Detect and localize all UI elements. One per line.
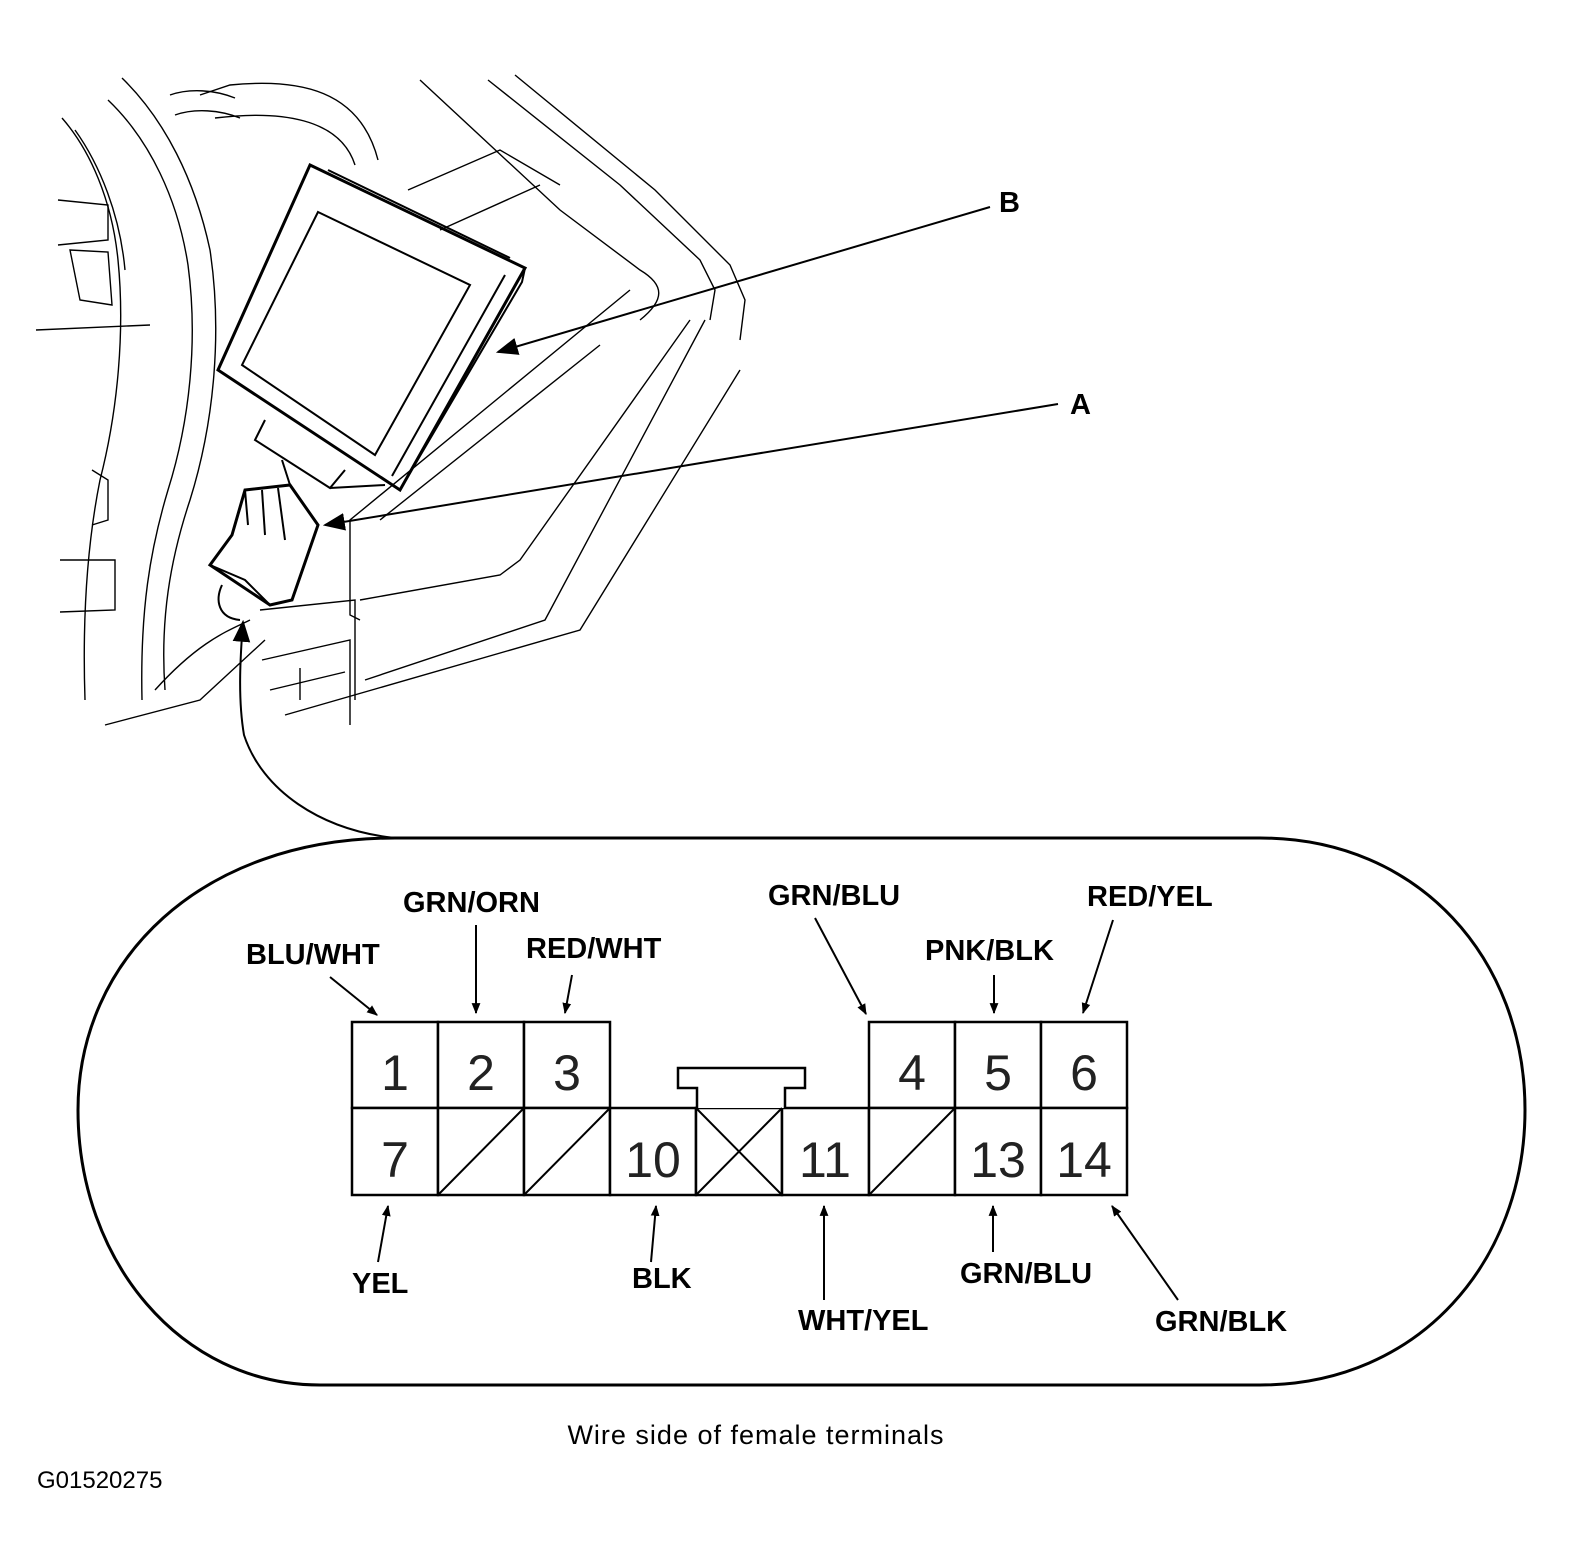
wire-arrow-pin-14 <box>1111 1205 1179 1301</box>
pin-11: 11 <box>799 1132 851 1188</box>
wire-label-pin-2: GRN/ORN <box>403 887 540 919</box>
connector-face <box>350 1020 1129 1197</box>
pin-10: 10 <box>625 1132 681 1188</box>
pin-7: 7 <box>381 1132 409 1188</box>
pin-3: 3 <box>553 1045 581 1101</box>
wire-label-pin-4: GRN/BLU <box>768 880 900 912</box>
wire-label-pin-3: RED/WHT <box>526 933 662 965</box>
wire-label-pin-13: GRN/BLU <box>960 1258 1092 1290</box>
pin-5: 5 <box>984 1045 1012 1101</box>
wire-arrow-pin-1 <box>329 976 378 1016</box>
wire-label-pin-10: BLK <box>632 1263 692 1295</box>
detail-oval <box>76 836 1527 1387</box>
wire-label-pin-1: BLU/WHT <box>246 939 380 971</box>
callout-a-label: A <box>1070 389 1091 421</box>
callout-b-arrow <box>495 206 991 355</box>
empty-cavity-12 <box>868 1107 956 1196</box>
pin-14: 14 <box>1056 1132 1112 1188</box>
wire-arrow-pin-7 <box>377 1204 391 1263</box>
wire-label-pin-7: YEL <box>352 1268 408 1300</box>
empty-cavity-9 <box>523 1107 611 1196</box>
wire-arrow-pin-4 <box>814 917 867 1015</box>
pin-6: 6 <box>1070 1045 1098 1101</box>
figure-caption: Wire side of female terminals <box>567 1420 944 1450</box>
pin-4: 4 <box>898 1045 926 1101</box>
vehicle-body-illustration <box>35 74 746 726</box>
pin-1: 1 <box>381 1045 409 1101</box>
wire-arrow-pin-10 <box>650 1204 660 1263</box>
callout-a-arrow <box>322 403 1059 531</box>
control-unit-illustration <box>216 162 528 493</box>
empty-cavity-8 <box>437 1107 525 1196</box>
wire-label-pin-5: PNK/BLK <box>925 935 1054 967</box>
wire-arrow-pin-6 <box>1081 919 1114 1015</box>
connector-illustration <box>207 459 320 621</box>
wire-label-pin-14: GRN/BLK <box>1155 1306 1287 1338</box>
detail-link-arrow <box>232 619 396 839</box>
wire-arrow-pin-3 <box>562 974 573 1015</box>
callout-b-label: B <box>999 187 1020 219</box>
pin-13: 13 <box>970 1132 1026 1188</box>
wire-label-pin-11: WHT/YEL <box>798 1305 929 1337</box>
wire-label-pin-6: RED/YEL <box>1087 881 1213 913</box>
figure-code: G01520275 <box>37 1467 162 1494</box>
pin-2: 2 <box>467 1045 495 1101</box>
blocked-cavity-cross <box>695 1107 783 1196</box>
